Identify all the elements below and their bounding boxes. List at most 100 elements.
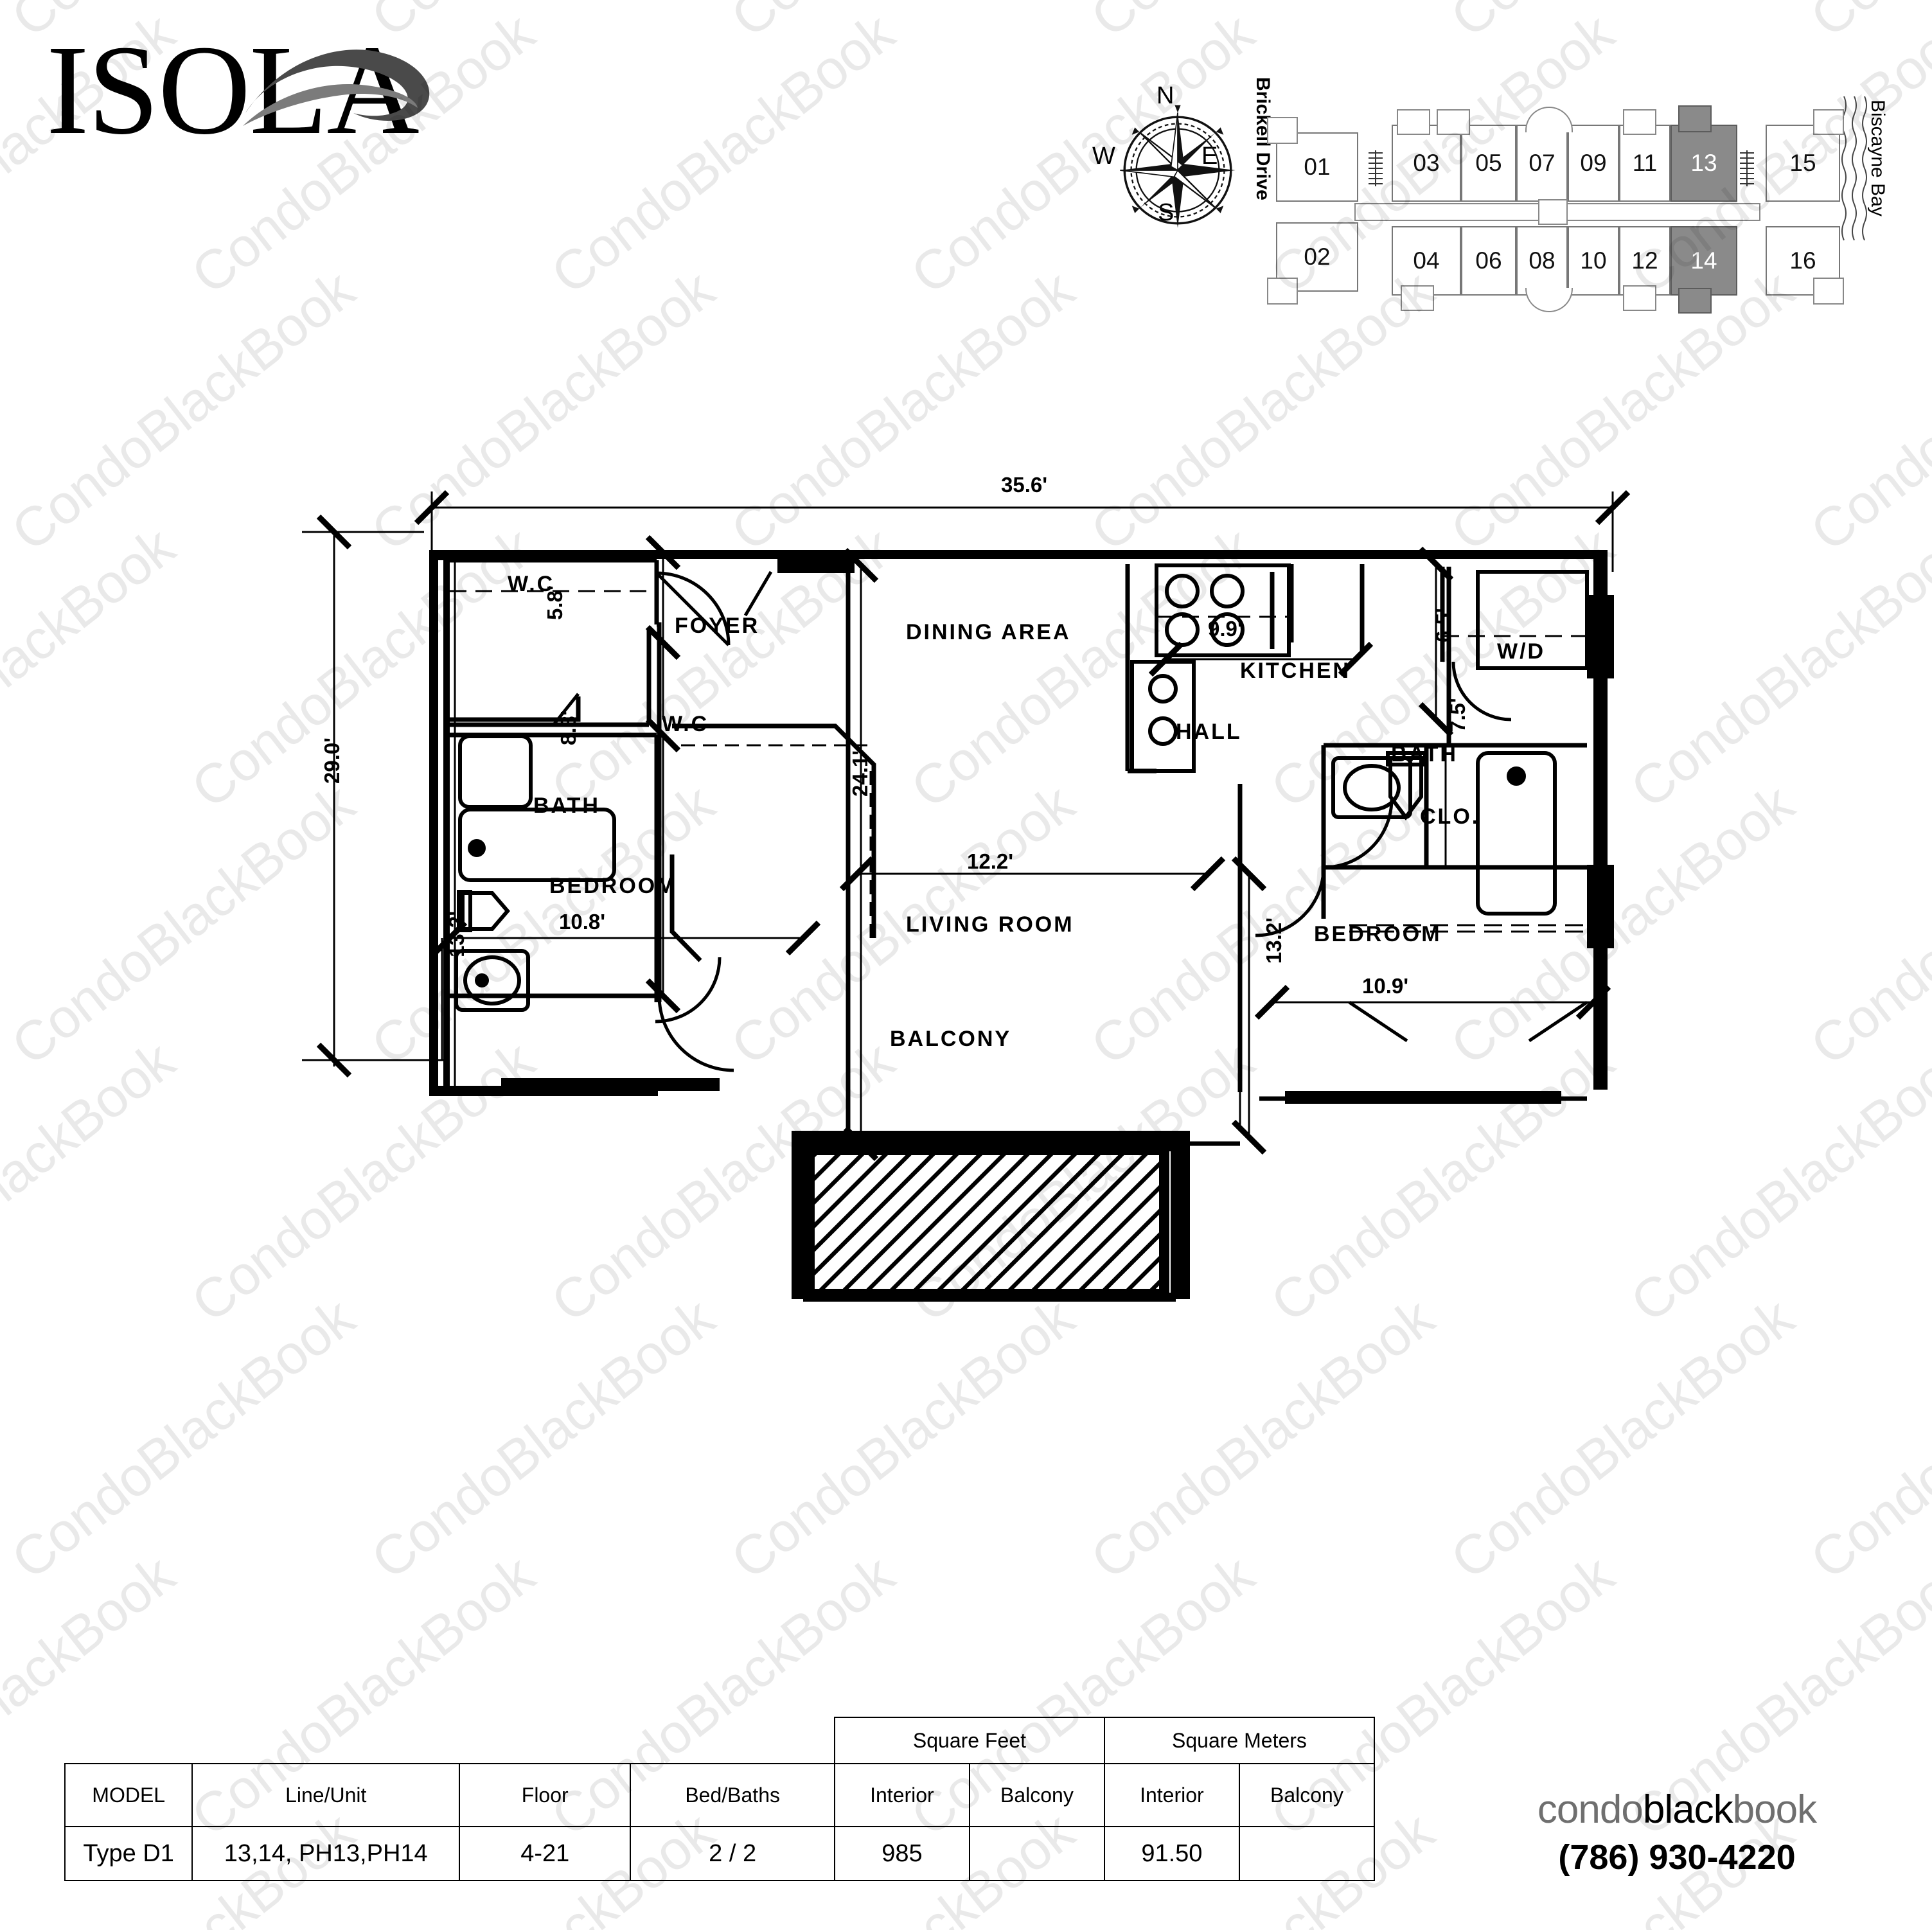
- isola-logo: ISOLA: [46, 26, 457, 155]
- column-header-sf-interior: Interior: [833, 1763, 970, 1827]
- column-header-sm-balcony: Balcony: [1238, 1763, 1376, 1827]
- keyplan-unit-03[interactable]: 03: [1392, 125, 1461, 202]
- keyplan-pool-arc: [1525, 288, 1573, 312]
- dimension-overall-width: 35.6': [1001, 473, 1048, 497]
- dimension-bedroom-right-width: 10.9': [1362, 974, 1409, 998]
- keyplan-unit-05[interactable]: 05: [1461, 125, 1516, 202]
- room-label-living-room: LIVING ROOM: [906, 912, 1074, 937]
- watermark-text: CondoBlackBook: [720, 0, 1086, 50]
- keyplan-unit-10[interactable]: 10: [1568, 226, 1619, 296]
- keyplan-unit-11[interactable]: 11: [1619, 125, 1671, 202]
- keyplan-balcony-box-highlight: [1678, 288, 1712, 314]
- column-header-line-unit: Line/Unit: [191, 1763, 461, 1827]
- watermark-text: CondoBlackBook: [540, 2, 905, 306]
- contact-phone-number[interactable]: (786) 930-4220: [1558, 1838, 1796, 1877]
- room-label-bedroom-right: BEDROOM: [1314, 922, 1442, 946]
- keyplan-unit-12[interactable]: 12: [1619, 226, 1671, 296]
- watermark-text: CondoBlackBook: [1079, 0, 1446, 50]
- column-header-sm-interior: Interior: [1103, 1763, 1240, 1827]
- cell-sf-interior: 985: [833, 1826, 970, 1881]
- keyplan-unit-15[interactable]: 15: [1766, 125, 1840, 202]
- dimension-kitchen-depth: 6.5': [1431, 608, 1455, 642]
- room-label-washer-dryer: W/D: [1497, 639, 1546, 664]
- room-label-bath-left: BATH: [533, 793, 600, 818]
- room-label-closet: CLO.: [1420, 804, 1480, 829]
- column-header-bed-baths: Bed/Baths: [630, 1763, 835, 1827]
- dimension-bedroom-left-width: 10.8': [559, 910, 606, 934]
- room-label-balcony: BALCONY: [890, 1027, 1012, 1051]
- keyplan-elevator-box: [1538, 199, 1568, 225]
- cell-model: Type D1: [64, 1826, 193, 1881]
- floor-plan-drawing: [302, 490, 1631, 1302]
- spec-table: Square Feet Square Meters MODEL Line/Uni…: [64, 1717, 1376, 1881]
- condoblackbook-footer: condoblackbook (786) 930-4220: [1471, 1787, 1883, 1877]
- dimension-bedroom-right-depth: 13.2': [1262, 917, 1286, 964]
- keyplan-unit-06[interactable]: 06: [1461, 226, 1516, 296]
- keyplan-balcony-box: [1623, 285, 1656, 311]
- watermark-text: CondoBlackBook: [0, 0, 6, 50]
- dimension-overall-depth: 29.0': [320, 737, 344, 784]
- table-group-header-row: Square Feet Square Meters: [65, 1717, 1376, 1764]
- dimension-living-width: 12.2': [967, 849, 1014, 873]
- dimension-kitchen-width: 9.9': [1208, 617, 1243, 641]
- column-header-model: MODEL: [64, 1763, 193, 1827]
- keyplan-balcony-box: [1813, 109, 1844, 135]
- dimension-living-depth: 24.1': [848, 750, 872, 797]
- compass-west-label: W: [1092, 143, 1115, 170]
- room-label-bedroom-left: BEDROOM: [549, 874, 677, 898]
- cell-bed-baths: 2 / 2: [630, 1826, 835, 1881]
- room-label-kitchen: KITCHEN: [1240, 659, 1351, 683]
- keyplan-balcony-box-highlight: [1678, 105, 1712, 132]
- room-label-wc-center: W.C: [662, 712, 709, 736]
- unit-spec-table: Square Feet Square Meters MODEL Line/Uni…: [64, 1717, 1376, 1881]
- dimension-wc-top-depth: 5.8': [543, 585, 567, 620]
- watermark-text: CondoBlackBook: [0, 1800, 6, 1930]
- cell-sf-balcony: [968, 1826, 1105, 1881]
- dimension-bedroom-left-depth: 13.2': [445, 910, 468, 957]
- room-label-dining-area: DINING AREA: [906, 620, 1071, 644]
- keyplan-balcony-box: [1267, 117, 1298, 144]
- watermark-text: CondoBlackBook: [1799, 0, 1932, 50]
- keyplan-balcony-box: [1437, 109, 1470, 135]
- logo-part-book: book: [1732, 1787, 1817, 1832]
- column-header-floor: Floor: [459, 1763, 632, 1827]
- keyplan-balcony-box: [1623, 109, 1656, 135]
- table-row: Type D1 13,14, PH13,PH14 4-21 2 / 2 985 …: [64, 1826, 1376, 1881]
- keyplan-balcony-box: [1401, 285, 1434, 311]
- compass-east-label: E: [1201, 143, 1218, 170]
- room-label-bath-right: BATH: [1391, 742, 1458, 766]
- compass-icon: [1120, 105, 1236, 228]
- compass-north-label: N: [1157, 82, 1174, 109]
- keyplan-pool-arc: [1525, 107, 1573, 132]
- keyplan-balcony-box: [1813, 278, 1844, 305]
- cell-sm-balcony: [1238, 1826, 1376, 1881]
- unit-floor-plan: W.C FOYER DINING AREA KITCHEN W/D W.C HA…: [0, 360, 1932, 1677]
- cell-sm-interior: 91.50: [1103, 1826, 1240, 1881]
- building-key-plan: 01 03 05 07 09 11 13 15 02 04 06 08 10 1…: [1267, 103, 1857, 314]
- cell-line-unit: 13,14, PH13,PH14: [191, 1826, 461, 1881]
- table-header-row: MODEL Line/Unit Floor Bed/Baths Interior…: [64, 1763, 1376, 1827]
- keyplan-unit-14[interactable]: 14: [1671, 226, 1737, 296]
- column-header-sf-balcony: Balcony: [968, 1763, 1105, 1827]
- keyplan-balcony-box: [1267, 278, 1298, 305]
- room-label-hall: HALL: [1176, 720, 1242, 744]
- keyplan-unit-01[interactable]: 01: [1276, 132, 1358, 202]
- keyplan-balcony-box: [1397, 109, 1430, 135]
- keyplan-unit-07[interactable]: 07: [1516, 125, 1568, 202]
- room-label-foyer: FOYER: [675, 614, 760, 638]
- keyplan-stair-icon: [1369, 150, 1383, 186]
- logo-part-black: black: [1642, 1787, 1733, 1832]
- keyplan-unit-08[interactable]: 08: [1516, 226, 1568, 296]
- keyplan-unit-09[interactable]: 09: [1568, 125, 1619, 202]
- cell-floor: 4-21: [459, 1826, 632, 1881]
- isola-swoosh-icon: [243, 49, 430, 126]
- room-label-wc-top: W.C: [508, 572, 555, 596]
- watermark-text: CondoBlackBook: [1439, 0, 1805, 50]
- logo-part-condo: condo: [1537, 1787, 1644, 1832]
- dimension-bath-left-depth: 8.3': [556, 711, 580, 745]
- group-header-square-meters: Square Meters: [1103, 1717, 1376, 1764]
- dimension-bath-right-depth: 7.5': [1446, 698, 1469, 732]
- water-label: Biscayne Bay: [1867, 100, 1888, 217]
- condoblackbook-logo[interactable]: condoblackbook: [1471, 1787, 1883, 1832]
- keyplan-unit-13[interactable]: 13: [1671, 125, 1737, 202]
